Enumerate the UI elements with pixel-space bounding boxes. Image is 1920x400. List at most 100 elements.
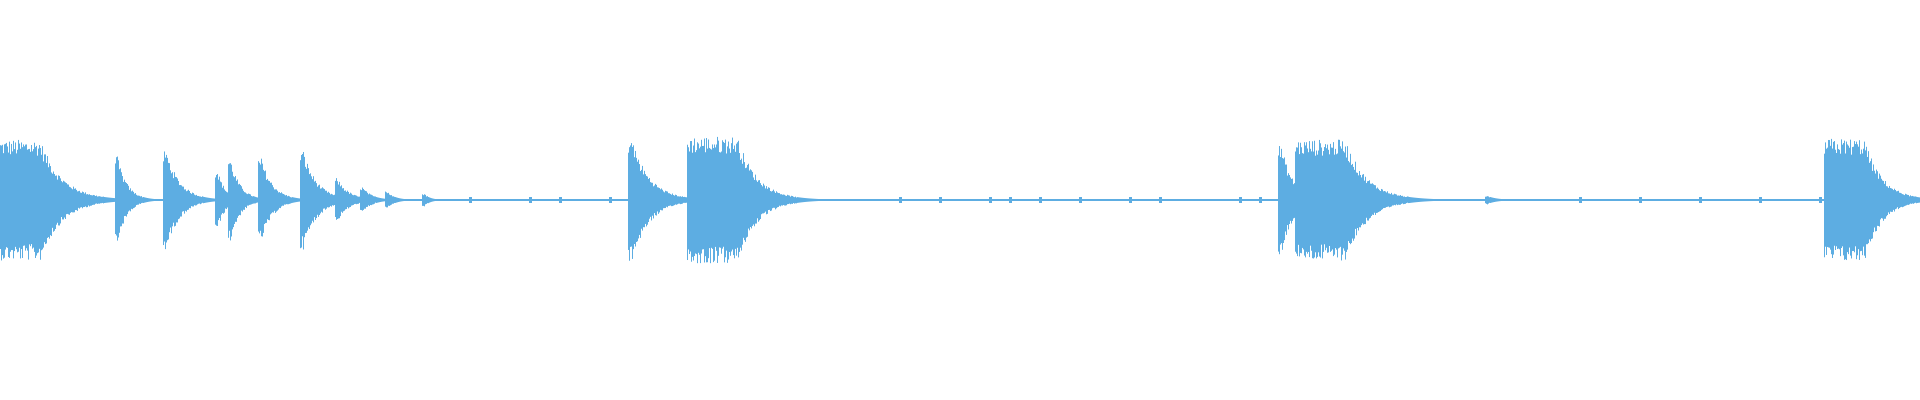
waveform-sample	[839, 199, 840, 201]
waveform-sample	[1454, 199, 1455, 201]
waveform-sample	[1284, 157, 1285, 241]
waveform-sample	[319, 184, 320, 215]
waveform-sample	[1429, 198, 1430, 202]
waveform-sample	[1222, 199, 1223, 201]
waveform-sample	[1354, 169, 1355, 239]
waveform-sample	[836, 199, 837, 201]
waveform-sample	[77, 191, 78, 211]
waveform-sample	[871, 199, 872, 201]
waveform-sample	[1587, 199, 1588, 201]
waveform-sample	[1055, 199, 1056, 201]
waveform-sample	[1270, 199, 1271, 201]
waveform-sample	[1720, 199, 1721, 201]
waveform-sample	[840, 199, 841, 201]
waveform-sample	[111, 197, 112, 203]
waveform-sample	[50, 166, 51, 236]
waveform-sample	[1168, 199, 1169, 201]
waveform-sample	[746, 167, 747, 238]
waveform-sample	[1890, 187, 1891, 212]
waveform-sample	[32, 151, 33, 249]
waveform-sample	[1563, 199, 1564, 201]
waveform-sample	[1847, 144, 1848, 253]
waveform-sample	[410, 199, 411, 201]
waveform-sample	[1775, 199, 1776, 201]
waveform-sample	[7, 146, 8, 248]
waveform-sample	[1412, 197, 1413, 203]
waveform-sample	[1777, 199, 1778, 201]
waveform-sample	[1390, 194, 1391, 207]
waveform-sample	[1610, 199, 1611, 201]
waveform-sample	[1330, 143, 1331, 252]
waveform-sample	[1121, 199, 1122, 201]
waveform-sample	[177, 178, 178, 223]
waveform-sample	[787, 194, 788, 205]
waveform-sample	[182, 186, 183, 212]
waveform-sample	[6, 142, 7, 248]
waveform-sample	[1169, 199, 1170, 201]
waveform-sample	[541, 199, 542, 201]
waveform-sample	[440, 199, 441, 201]
waveform-sample	[1551, 199, 1552, 201]
waveform-sample	[1266, 199, 1267, 201]
waveform-sample	[120, 168, 121, 227]
waveform-sample	[1448, 199, 1449, 201]
waveform-sample	[1593, 199, 1594, 201]
waveform-sample	[730, 152, 731, 256]
waveform-sample	[687, 144, 688, 261]
waveform-sample	[301, 155, 302, 248]
waveform-sample	[1837, 144, 1838, 250]
waveform-sample	[235, 175, 236, 222]
waveform-sample	[438, 199, 439, 201]
waveform-sample	[249, 193, 250, 205]
waveform-sample	[585, 199, 586, 201]
waveform-sample	[166, 154, 167, 243]
waveform-sample	[1684, 199, 1685, 201]
waveform-sample	[1487, 196, 1488, 205]
waveform-sample	[1626, 199, 1627, 201]
waveform-sample	[1722, 199, 1723, 201]
waveform-sample	[1673, 199, 1674, 201]
waveform-sample	[1898, 190, 1899, 210]
waveform-sample	[1747, 199, 1748, 201]
waveform-sample	[1144, 199, 1145, 201]
waveform-sample	[255, 196, 256, 204]
waveform-sample	[333, 195, 334, 206]
waveform-sample	[1897, 191, 1898, 208]
waveform-sample	[940, 197, 941, 203]
waveform-sample	[1282, 157, 1283, 250]
waveform-sample	[1869, 162, 1870, 240]
waveform-sample	[1049, 199, 1050, 201]
waveform-sample	[242, 188, 243, 212]
waveform-sample	[1906, 194, 1907, 206]
waveform-sample	[432, 198, 433, 202]
waveform-sample	[1590, 199, 1591, 201]
waveform-sample	[850, 199, 851, 201]
waveform-sample	[1241, 197, 1242, 203]
waveform-sample	[551, 199, 552, 201]
waveform-sample	[160, 199, 161, 201]
waveform-sample	[254, 196, 255, 204]
waveform-sample	[43, 161, 44, 248]
waveform-sample	[1584, 199, 1585, 201]
waveform-sample	[82, 191, 83, 209]
waveform-sample	[951, 199, 952, 201]
waveform-sample	[454, 199, 455, 201]
waveform-sample	[1466, 199, 1467, 201]
waveform-sample	[429, 197, 430, 203]
waveform-sample	[1659, 199, 1660, 201]
waveform-sample	[1130, 197, 1131, 203]
waveform-sample	[1679, 199, 1680, 201]
waveform-sample	[1078, 199, 1079, 201]
waveform-sample	[1694, 199, 1695, 201]
waveform-sample	[1175, 199, 1176, 201]
waveform-sample	[1327, 144, 1328, 253]
waveform-sample	[449, 199, 450, 201]
waveform-sample	[750, 169, 751, 228]
waveform-sample	[156, 199, 157, 201]
waveform-sample	[1611, 199, 1612, 201]
waveform-sample	[1741, 199, 1742, 201]
waveform-sample	[119, 169, 120, 233]
waveform-sample	[826, 199, 827, 201]
waveform-sample	[679, 196, 680, 204]
